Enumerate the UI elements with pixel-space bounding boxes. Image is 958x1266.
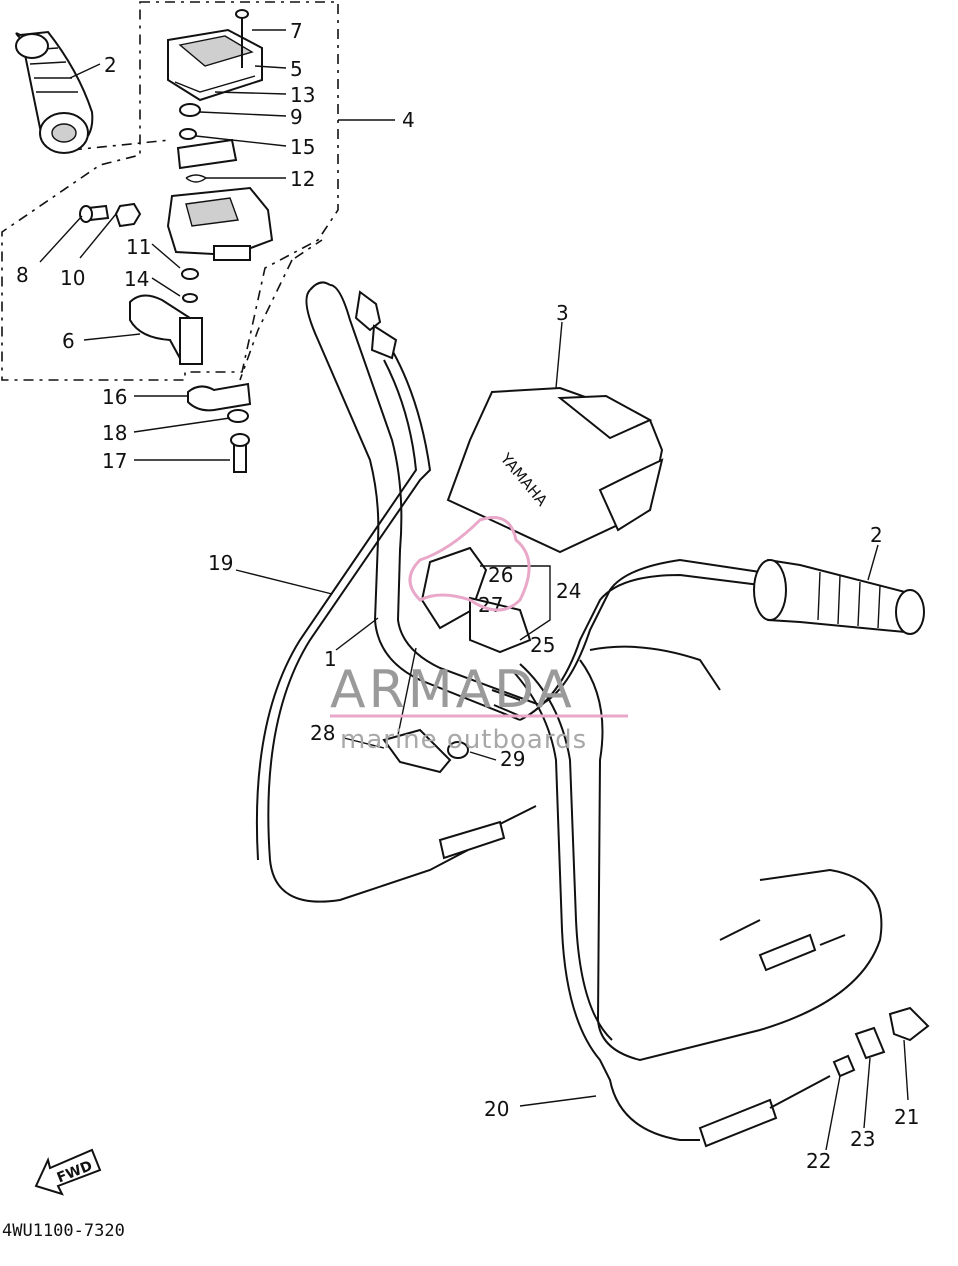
callout-15: 15: [290, 135, 315, 159]
callout-5: 5: [290, 57, 303, 81]
callout-28: 28: [310, 721, 335, 745]
left-grip: [15, 30, 94, 154]
watermark: ARMADA marine outboards: [330, 516, 628, 755]
callouts: 2 7 5 13 9 15 12 4 8 10 11 14 6 16 18 17…: [16, 19, 919, 1173]
right-grip: [753, 558, 925, 635]
handlebar-cover: [446, 386, 664, 554]
cable-20: [511, 645, 883, 1148]
assembly-outline: [1, 1, 339, 381]
callout-27: 27: [478, 593, 503, 617]
leader-lines: [39, 29, 909, 1151]
callout-16: 16: [102, 385, 127, 409]
callout-25: 25: [530, 633, 555, 657]
callout-23: 23: [850, 1127, 875, 1151]
callout-22: 22: [806, 1149, 831, 1173]
clamp-set: [187, 382, 252, 473]
callout-29: 29: [500, 747, 525, 771]
part-code: 4WU1100-7320: [2, 1221, 125, 1241]
callout-2-left: 2: [104, 53, 117, 77]
switch-housing: [79, 186, 274, 261]
callout-24: 24: [556, 579, 581, 603]
watermark-logo: [408, 516, 531, 612]
switch-cover: [167, 9, 263, 183]
callout-11: 11: [126, 235, 151, 259]
callout-10: 10: [60, 266, 85, 290]
adjuster-parts: [832, 1006, 930, 1078]
cable-19: [255, 290, 537, 903]
callout-4: 4: [402, 108, 415, 132]
callout-19: 19: [208, 551, 233, 575]
callout-18: 18: [102, 421, 127, 445]
watermark-title: ARMADA: [330, 660, 575, 720]
watermark-subtitle: marine outboards: [340, 725, 587, 755]
callout-21: 21: [894, 1105, 919, 1129]
callout-7: 7: [290, 19, 303, 43]
callout-2-right: 2: [870, 523, 883, 547]
throttle-lever: [129, 268, 203, 365]
callout-13: 13: [290, 83, 315, 107]
callout-14: 14: [124, 267, 149, 291]
callout-9: 9: [290, 105, 303, 129]
callout-17: 17: [102, 449, 127, 473]
callout-8: 8: [16, 263, 29, 287]
callout-12: 12: [290, 167, 315, 191]
callout-3: 3: [556, 301, 569, 325]
callout-1: 1: [324, 647, 337, 671]
callout-20: 20: [484, 1097, 509, 1121]
callout-26: 26: [488, 563, 513, 587]
callout-6: 6: [62, 329, 75, 353]
handlebar: [305, 281, 761, 721]
fwd-arrow-icon: FWD: [34, 1148, 102, 1196]
